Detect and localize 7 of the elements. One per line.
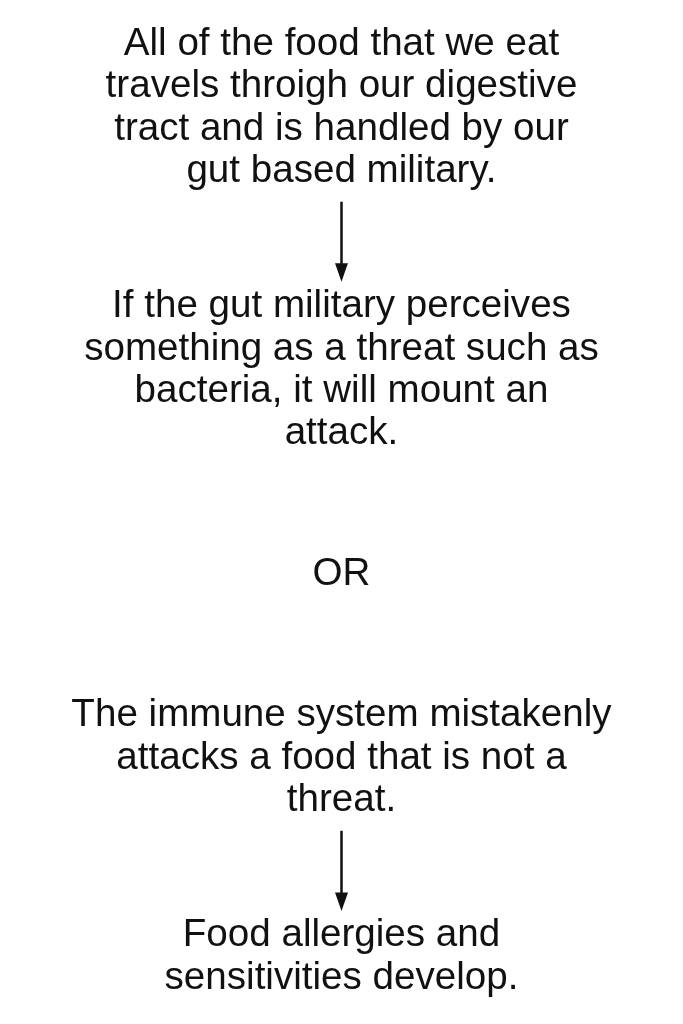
arrow xyxy=(335,201,348,282)
node-text: All of the food that we eat travels throigh our digestive tract and is handled by our gut based military. xyxy=(105,19,578,190)
node-text: Food allergies and sensitivities develop. xyxy=(164,911,519,997)
label: OR xyxy=(312,550,371,594)
node-text: If the gut military perceives something as a threat such as bacteria, it will mount an attack. xyxy=(84,282,599,453)
arrow xyxy=(335,830,348,912)
node-text: The immune system mistakenly attacks a food that is not a threat. xyxy=(71,691,612,820)
